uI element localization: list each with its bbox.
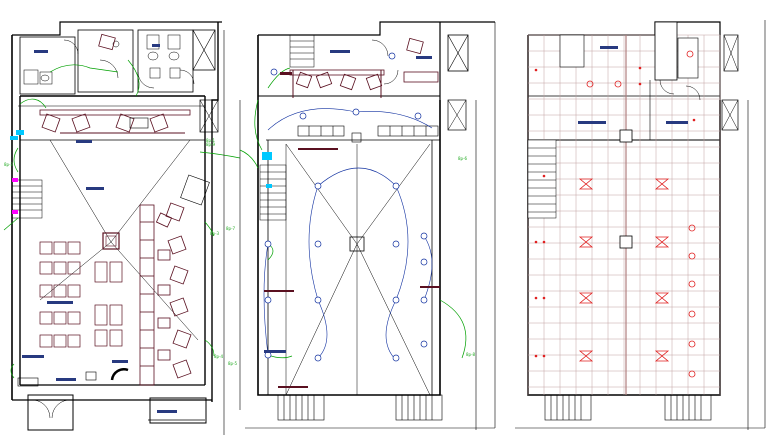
- downlight-mark: [688, 280, 696, 288]
- socket-mark: [542, 296, 546, 300]
- wiring: [263, 108, 433, 361]
- door-swing-icon: [99, 59, 119, 79]
- socket-mark: [534, 240, 538, 244]
- circuit-label: 8p-8: [466, 352, 476, 357]
- downlight-mark: [686, 50, 694, 58]
- circuit-label: 8p-7: [226, 226, 236, 231]
- socket-mark: [534, 296, 538, 300]
- room-toilet-a: [19, 36, 76, 95]
- circuit-label: 8p-1: [206, 138, 216, 143]
- outer-wall-top: [12, 21, 222, 36]
- circuit-label: 8p-4: [214, 354, 224, 359]
- socket-mark: [692, 118, 696, 122]
- door-swing-icon: [63, 39, 79, 55]
- light-fixture-mark: [578, 350, 594, 362]
- ceiling-light-icon: [264, 52, 428, 362]
- ceiling-light-icon: [534, 50, 696, 378]
- circuit-label: 8p-2: [4, 162, 14, 167]
- downlight-mark: [688, 252, 696, 260]
- workstations: [139, 202, 192, 386]
- ceiling-plan: [515, 20, 766, 430]
- waiting-chairs: [39, 241, 123, 348]
- staircase-icon: [527, 139, 557, 219]
- light-fixture-mark: [654, 178, 670, 190]
- socket-mark: [638, 66, 642, 70]
- socket-mark: [542, 354, 546, 358]
- room-office-small: [77, 29, 134, 93]
- room-toilet-b: [137, 29, 194, 93]
- socket-mark: [638, 82, 642, 86]
- annotation-highlights: [10, 130, 24, 214]
- circuit-label: 8p-6: [458, 156, 468, 161]
- downlight-mark: [688, 224, 696, 232]
- office-chair-icon: [295, 37, 439, 91]
- staircase-icon: [289, 34, 315, 68]
- circuit-label: 8p-5: [228, 361, 238, 366]
- light-fixture-mark: [654, 236, 670, 248]
- staircase-icon: [259, 164, 287, 221]
- downlight-mark: [688, 310, 696, 318]
- socket-mark: [534, 68, 538, 72]
- light-fixture-mark: [578, 236, 594, 248]
- light-fixture-mark: [654, 350, 670, 362]
- wiring: [3, 59, 241, 379]
- downlight-mark: [688, 340, 696, 348]
- office-chair-icon: [41, 33, 169, 133]
- light-fixture-mark: [578, 292, 594, 304]
- circuit-label: 8p-3: [210, 231, 220, 236]
- light-fixture-mark: [654, 292, 670, 304]
- socket-mark: [534, 354, 538, 358]
- downlight-mark: [688, 370, 696, 378]
- downlight-mark: [614, 80, 622, 88]
- socket-mark: [542, 240, 546, 244]
- electrical-lighting-plan: 8p-6 8p-7 8p-8 8p-9: [206, 21, 496, 430]
- fixture-labels: [22, 44, 177, 413]
- downlight-mark: [586, 80, 594, 88]
- door-swing-icon: [137, 71, 155, 89]
- furniture-layout-plan: 8p-1 8p-2 8p-3 8p-4 8p-5: [3, 21, 241, 435]
- ceiling-diagonals: [285, 143, 431, 396]
- socket-mark: [542, 174, 546, 178]
- circuit-label: 8p-9: [206, 142, 216, 147]
- light-fixture-mark: [578, 178, 594, 190]
- outer-wall-right: [211, 22, 219, 402]
